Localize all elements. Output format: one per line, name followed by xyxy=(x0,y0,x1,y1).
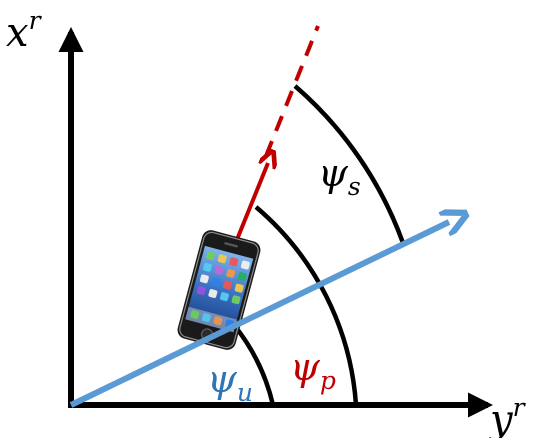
smartphone-icon xyxy=(177,230,261,350)
sensor-angle-subscript: s xyxy=(348,172,361,201)
vertical-axis-label: xr xyxy=(6,6,43,56)
phone-angle-arc xyxy=(254,205,359,406)
user-direction-arrow xyxy=(69,222,449,408)
phone-angle-label: ψp xyxy=(290,345,336,395)
phone-direction-dashed-line xyxy=(264,25,320,157)
phone-angle-subscript: p xyxy=(320,366,336,395)
user-angle-label: ψu xyxy=(207,357,253,407)
user-angle-subscript: u xyxy=(237,378,253,407)
sensor-angle-label: ψs xyxy=(318,151,361,201)
vertical-axis-superscript: r xyxy=(29,6,43,35)
horizontal-axis-superscript: r xyxy=(513,393,527,422)
sensor-angle-arc xyxy=(293,84,406,244)
horizontal-axis-label: yr xyxy=(488,393,527,438)
phone-direction-arrow xyxy=(234,163,268,243)
